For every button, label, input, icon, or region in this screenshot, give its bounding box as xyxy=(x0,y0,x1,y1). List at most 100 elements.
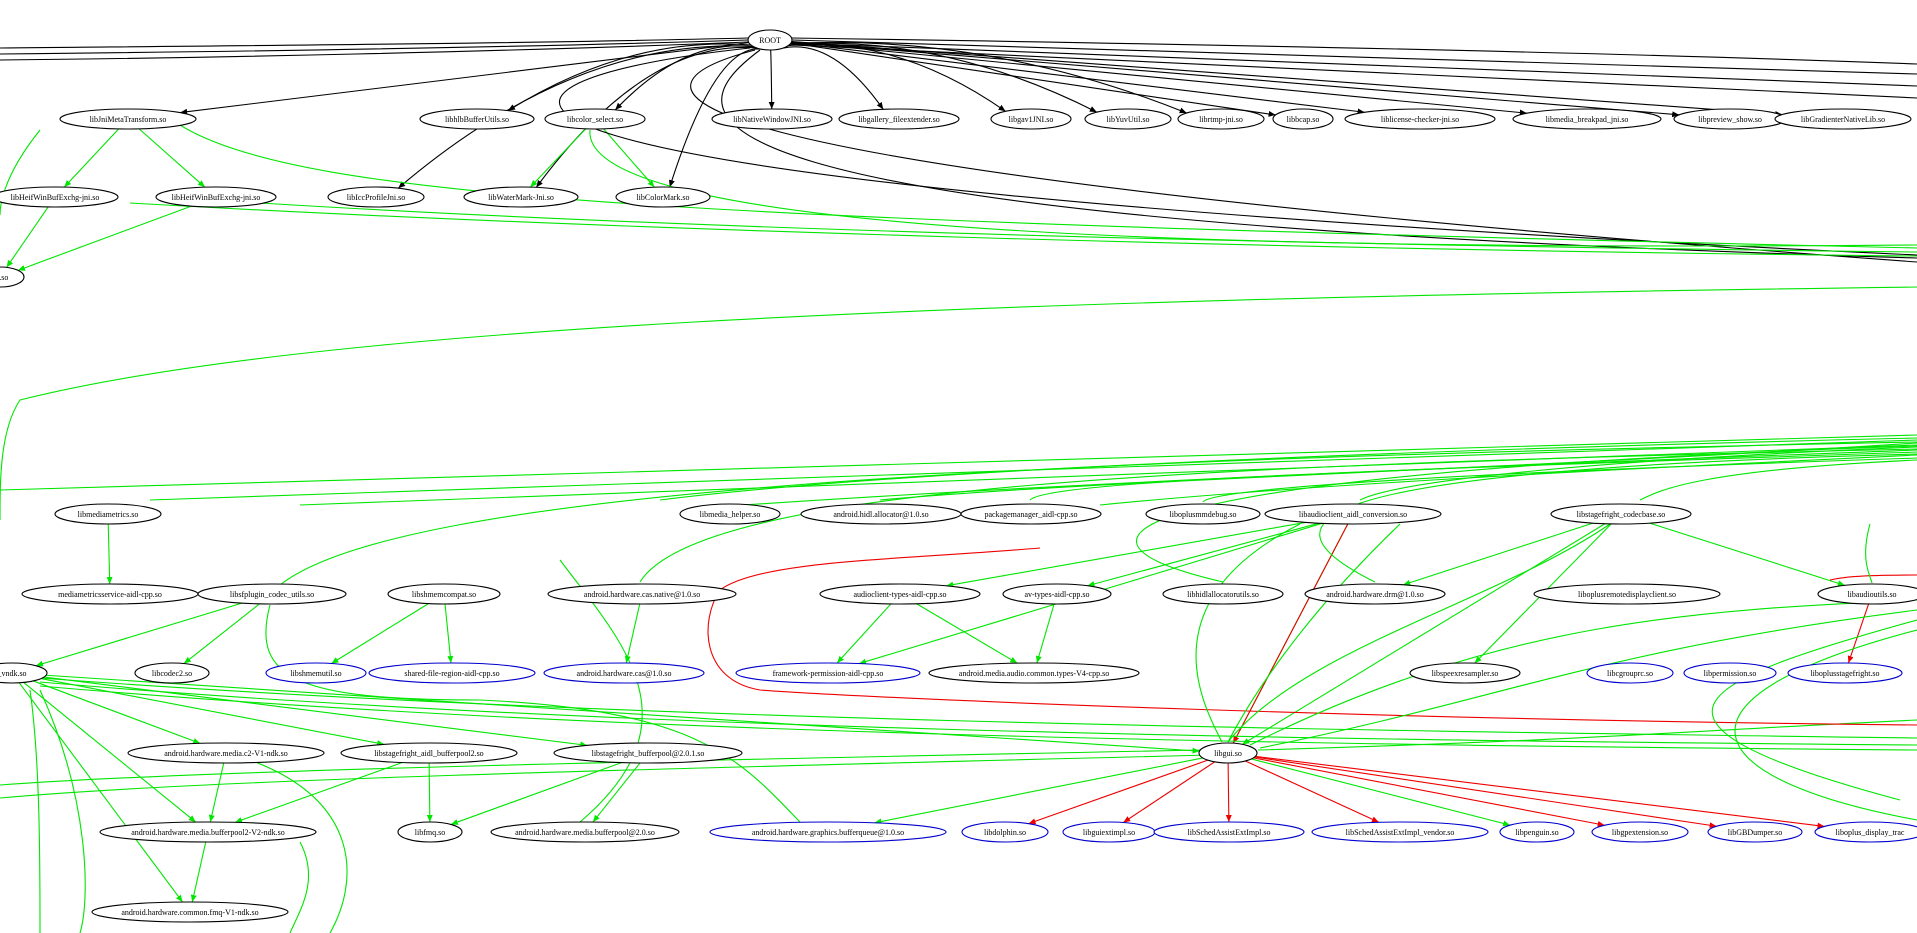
edge-bundle-37 xyxy=(707,547,1917,726)
graph-node[interactable]: libfmq.so xyxy=(397,821,463,843)
graph-node[interactable]: libaudioclient_aidl_conversion.so xyxy=(1264,503,1442,525)
node-label: android.hidl.allocator@1.0.so xyxy=(833,510,928,519)
graph-node[interactable]: libgui.so xyxy=(1198,742,1258,764)
node-label: audioclient-types-aidl-cpp.so xyxy=(853,590,946,599)
graph-node[interactable]: libNativeWindowJNI.so xyxy=(711,108,833,130)
graph-node[interactable]: android.hardware.common.fmq-V1-ndk.so xyxy=(91,901,289,923)
graph-node[interactable]: liboplusmmdebug.so xyxy=(1145,503,1261,525)
node-ellipse xyxy=(265,662,367,684)
graph-node[interactable]: libshmemcompat.so xyxy=(387,583,501,605)
node-ellipse xyxy=(99,821,317,843)
graph-node[interactable]: libguiextimpl.so xyxy=(1062,821,1156,843)
graph-node[interactable]: liboplusremotedisplayclient.so xyxy=(1533,583,1721,605)
graph-node[interactable]: libstagefright_aidl_bufferpool2.so xyxy=(340,742,518,764)
graph-node[interactable]: android.hardware.drm@1.0.so xyxy=(1304,583,1446,605)
graph-node[interactable]: libJniMetaTransform.so xyxy=(59,108,197,130)
edge-bundle-2 xyxy=(0,41,749,61)
graph-node[interactable]: libColorMark.so xyxy=(615,186,711,208)
node-label: libgav1JNI.so xyxy=(1009,115,1054,124)
graph-node[interactable]: libsfplugin_codec_utils.so xyxy=(197,583,347,605)
graph-node[interactable]: libshmemutil.so xyxy=(265,662,367,684)
edge-root-n10 xyxy=(791,42,1365,115)
graph-node[interactable]: ge.so xyxy=(0,266,25,288)
edge-bundle-10 xyxy=(179,124,1917,249)
graph-node[interactable]: android.hardware.cas@1.0.so xyxy=(543,662,705,684)
graph-node[interactable]: liboplusstagefright.so xyxy=(1787,662,1903,684)
graph-node[interactable]: mediametricsservice-aidl-cpp.so xyxy=(21,583,199,605)
graph-node[interactable]: ROOT xyxy=(747,29,793,51)
graph-node[interactable]: libHeifWinBufExchg-jni.so xyxy=(0,186,119,208)
graph-node[interactable]: libspeexresampler.so xyxy=(1409,662,1521,684)
graph-node[interactable]: liblicense-checker-jni.so xyxy=(1344,108,1496,130)
graph-node[interactable]: libIccProfileJni.so xyxy=(327,186,425,208)
graph-node[interactable]: libcgrouprc.so xyxy=(1586,662,1674,684)
node-ellipse xyxy=(1787,662,1903,684)
node-ellipse xyxy=(1683,662,1777,684)
graph-node[interactable]: libSchedAssistExtImpl_vendor.so xyxy=(1311,821,1489,843)
graph-node[interactable]: libmedia_helper.so xyxy=(679,503,781,525)
graph-node[interactable]: libGBDumper.so xyxy=(1707,821,1803,843)
node-label: liboplusstagefright.so xyxy=(1810,669,1879,678)
graph-node[interactable]: liboplus_display_trac xyxy=(1814,821,1917,843)
graph-node[interactable]: android.hardware.graphics.bufferqueue@1.… xyxy=(709,821,947,843)
edge-bundle-49 xyxy=(1227,523,1611,743)
graph-node[interactable]: libmediametrics.so xyxy=(54,503,162,525)
graph-node[interactable]: libWaterMark-Jni.so xyxy=(463,186,579,208)
edge-bundle-1 xyxy=(0,39,749,55)
graph-node[interactable]: libstagefright_bufferpool@2.0.1.so xyxy=(553,742,743,764)
graph-node[interactable]: libcolor_select.so xyxy=(544,108,646,130)
graph-node[interactable]: shared-file-region-aidl-cpp.so xyxy=(368,662,536,684)
graph-node[interactable]: libHeifWinBufExchg-jni.so xyxy=(155,186,277,208)
edge-n51-n63 xyxy=(1255,755,1825,829)
graph-node[interactable]: libaudioutils.so xyxy=(1817,583,1917,605)
node-ellipse xyxy=(1162,583,1284,605)
graph-node[interactable]: libgallery_fileextender.so xyxy=(838,108,960,130)
graph-node[interactable]: libSchedAssistExtImpl.so xyxy=(1153,821,1305,843)
node-ellipse xyxy=(1311,821,1489,843)
graph-node[interactable]: libdolphin.so xyxy=(961,821,1049,843)
graph-node[interactable]: android.hardware.media.bufferpool@2.0.so xyxy=(490,821,680,843)
edge-bundle-32 xyxy=(39,681,1917,746)
graph-node[interactable]: android.hidl.allocator@1.0.so xyxy=(800,503,962,525)
edge-n51-n59 xyxy=(1245,760,1380,823)
node-ellipse xyxy=(1533,583,1721,605)
graph-node[interactable]: audioclient-types-aidl-cpp.so xyxy=(819,583,981,605)
node-ellipse xyxy=(1550,503,1692,525)
node-ellipse xyxy=(1344,108,1496,130)
graph-node[interactable]: libpreview_show.so xyxy=(1673,108,1787,130)
graph-node[interactable]: libmedia_breakpad_jni.so xyxy=(1512,108,1662,130)
graph-node[interactable]: packagemanager_aidl-cpp.so xyxy=(960,503,1102,525)
graph-node[interactable]: libpenguin.so xyxy=(1499,821,1575,843)
graph-node[interactable]: android.hardware.media.c2-V1-ndk.so xyxy=(127,742,325,764)
graph-node[interactable]: libpermission.so xyxy=(1683,662,1777,684)
edge-n28-n37 xyxy=(35,602,243,667)
graph-node[interactable]: libhidlallocatorutils.so xyxy=(1162,583,1284,605)
graph-node[interactable]: libgav1JNI.so xyxy=(990,108,1072,130)
graph-node[interactable]: libstagefright_codecbase.so xyxy=(1550,503,1692,525)
edge-bundle-23 xyxy=(1639,459,1917,501)
graph-node[interactable]: av-types-aidl-cpp.so xyxy=(1002,583,1112,605)
edge-bundle-18 xyxy=(299,444,1917,506)
edge-root-n2 xyxy=(507,43,752,112)
graph-node[interactable]: android.hardware.media.bufferpool2-V2-nd… xyxy=(99,821,317,843)
edge-bundle-31 xyxy=(39,677,1917,739)
edge-n32-n43 xyxy=(1035,603,1055,664)
graph-node[interactable]: libYuvUtil.so xyxy=(1084,108,1172,130)
node-label: libmediametrics.so xyxy=(78,510,139,519)
graph-node[interactable]: librtmp-jni.so xyxy=(1177,108,1265,130)
node-ellipse xyxy=(1499,821,1575,843)
graph-node[interactable]: libcodec2.so xyxy=(134,662,210,684)
graph-node[interactable]: libgpextension.so xyxy=(1591,821,1689,843)
graph-node[interactable]: libbcap.so xyxy=(1272,108,1334,130)
graph-node[interactable]: libhlbBufferUtils.so xyxy=(419,108,535,130)
graph-node[interactable]: android.media.audio.common.types-V4-cpp.… xyxy=(928,662,1140,684)
graph-node[interactable]: _vndk.so xyxy=(0,662,48,684)
edge-n51-n57 xyxy=(1123,761,1215,823)
graph-node[interactable]: framework-permission-aidl-cpp.so xyxy=(735,662,921,684)
edge-bundle-25 xyxy=(1029,451,1917,501)
graph-node[interactable]: libGradienterNativeLib.so xyxy=(1774,108,1912,130)
edge-bundle-38 xyxy=(1829,574,1917,581)
graph-node[interactable]: android.hardware.cas.native@1.0.so xyxy=(547,583,737,605)
edge-n14-n19 xyxy=(6,206,49,268)
